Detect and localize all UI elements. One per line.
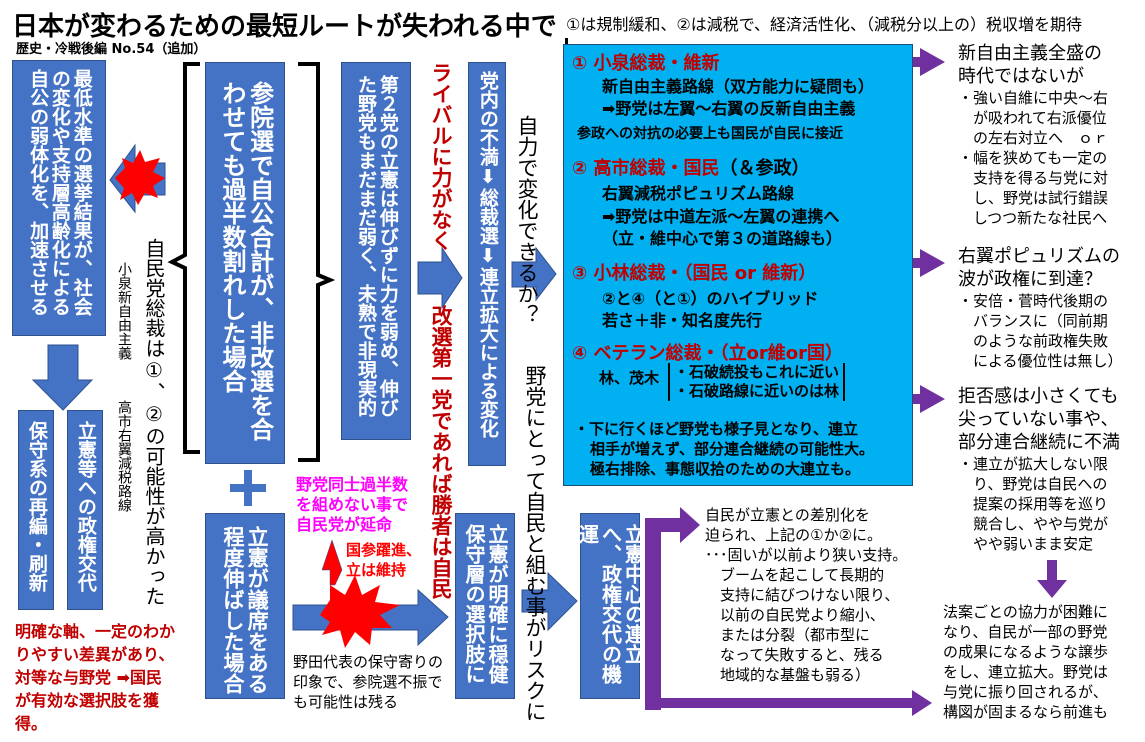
box-cdp-coalition: 立憲中心の連立へ、政権交代の機運 (576, 513, 646, 699)
scenario-2-title: ② 高市総裁・国民（＆参政） (572, 158, 810, 179)
left-brace (167, 62, 200, 454)
scenario-1-line: ➡野党は左翼～右翼の反新自由主義 (602, 99, 856, 118)
box-second-party: 第２党の立憲は伸びずに力を弱め、伸びた野党もまだまだ弱く、未熟で非現実的 (341, 62, 411, 440)
scenario-4-names: 林、茂木 (599, 369, 660, 387)
scenario-panel: ① 小泉総裁・維新 新自由主義路線（双方能力に疑問も） ➡野党は左翼～右翼の反新… (563, 44, 913, 486)
burst-icon (115, 150, 165, 205)
rival-weak-text: ライバルに力がなく (429, 62, 453, 251)
page-title: 日本が変わるための最短ルートが失われる中で (12, 12, 557, 42)
scenario-3-line: 若さ＋非・知名度先行 (602, 311, 763, 330)
takaichi-label: 高市右翼減税路線 (116, 400, 132, 512)
scenario-2-line: ➡野党は中道左派～左翼の連携へ (602, 207, 840, 226)
arrow-rival (417, 246, 463, 310)
box-trend: 最低水準の選挙結果が、社会の変化や支持層高齢化による自公の弱体化を、加速させる (12, 60, 106, 336)
scenario-2-line: （立・維中心で第３の道路線も） (602, 229, 843, 248)
outcome-3: 拒否感は小さくても尖っていない事や、部分連合継続に不満 ・連立が拡大しない限り、… (958, 386, 1120, 553)
ldp-president-text: 自民党総裁は①、②の可能性が高かった (142, 238, 166, 606)
scenario-3-line: ②と④（と①）のハイブリッド (602, 289, 819, 308)
scenario-2-line: 右翼減税ポピュリズム路線 (602, 184, 795, 203)
winner-text: 改選第一党であれば勝者は自民 (429, 305, 453, 599)
scenario-1-line: 新自由主義路線（双方能力に疑問も） (602, 77, 875, 96)
ldp-differentiation-text: 自民が立憲との差別化を迫られ、上記の①か②に。･･･固いが以前より狭い支持。 ブ… (705, 506, 908, 684)
noda-text: 野田代表の保守寄りの印象で、参院選不振でも可能性は残る (293, 653, 444, 711)
box-intra-party: 党内の不満⬇総裁選⬇連立拡大による変化 (468, 62, 506, 466)
scenario-1-title: ① 小泉総裁・維新 (572, 53, 720, 74)
arrow-noda (292, 588, 449, 647)
clear-axis-text: 明確な軸、一定のわかりやすい差異があり、対等な与野党 ➡国民が有効な選択肢を獲得… (15, 622, 176, 733)
box-upper-house: 参院選で自公合計が、非改選を合わせても過半数割れした場合 (205, 62, 285, 464)
no-majority-text: 野党同士過半数を組めない事で自民党が延命 (296, 475, 409, 534)
box-cdp-seats: 立憲が議席をある程度伸ばした場合 (205, 513, 285, 699)
box-cdp-clear: 立憲が明確に穏健保守層の選択肢に (455, 513, 515, 699)
right-brace (298, 62, 336, 462)
box-cdp-change: 立憲等への政権交代 (67, 410, 103, 610)
down-arrow (31, 344, 94, 411)
outcome-4: 法案ごとの協力が困難になり、自民が一部の野党の成果になるような譲歩をし、連立拡大… (943, 603, 1109, 721)
kokumin-sansei-text: 国参躍進、立は維持 (346, 541, 422, 579)
arrow-up-red (321, 539, 343, 586)
koizumi-label: 小泉新自由主義 (116, 262, 132, 360)
box-conservative: 保守系の再編・刷新 (18, 410, 54, 610)
left-arrow (109, 143, 166, 214)
scenario-4-title: ④ ベテラン総裁・（立or維or国） (572, 343, 843, 364)
opposition-risk-text: 野党にとって自民と組む事がリスクに (523, 365, 547, 722)
self-change-text: 自力で変化できるか？ (515, 115, 539, 325)
outcome-2: 右翼ポピュリズムの波が政権に到達？ ・安倍・菅時代後期のバランスに（同前期のよう… (958, 246, 1123, 370)
top-note: ①は規制緩和、②は減税で、経済活性化、（減税分以上の）税収増を期待 (566, 15, 1083, 34)
scenario-4-bracket: ・石破続投もこれに近い・石破路線に近いのは林 (668, 363, 846, 401)
page-subtitle: 歴史・冷戦後編 No.54（追加） (16, 42, 207, 57)
outcome-1: 新自由主義全盛の時代ではないが ・強い自維に中央～右が吸われて右派優位の左右対立… (958, 43, 1109, 227)
scenario-1-note: 参政への対抗の必要上も国民が自民に接近 (577, 126, 843, 142)
burst-icon (320, 575, 400, 648)
scenario-3-title: ③ 小林総裁・（国民 or 維新） (572, 263, 817, 284)
scenario-footer: ・下に行くほど野党も様子見となり、連立 相手が増えず、部分連合継続の可能性大。 … (574, 420, 874, 478)
